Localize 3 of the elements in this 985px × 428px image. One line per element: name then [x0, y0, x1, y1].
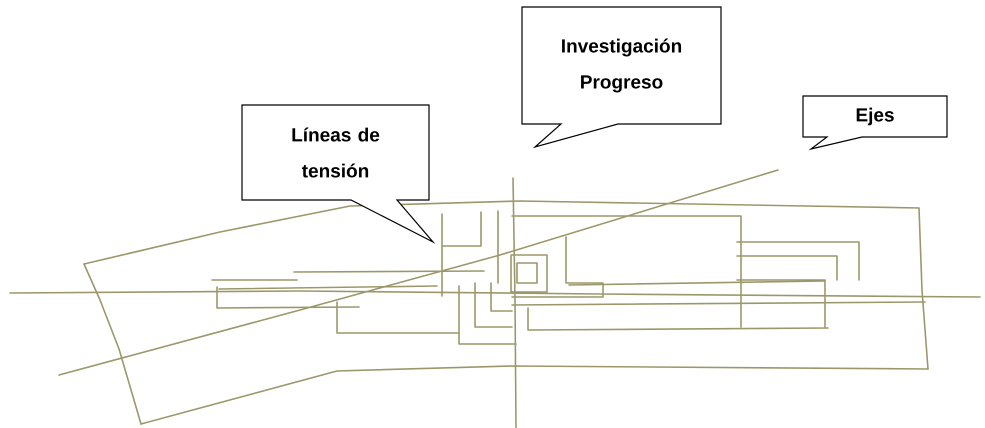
callout-bubble: Ejes: [802, 95, 948, 150]
callout-bubble: Investigación Progreso: [521, 6, 722, 148]
callout-bubble: Líneas de tensión: [241, 104, 436, 244]
